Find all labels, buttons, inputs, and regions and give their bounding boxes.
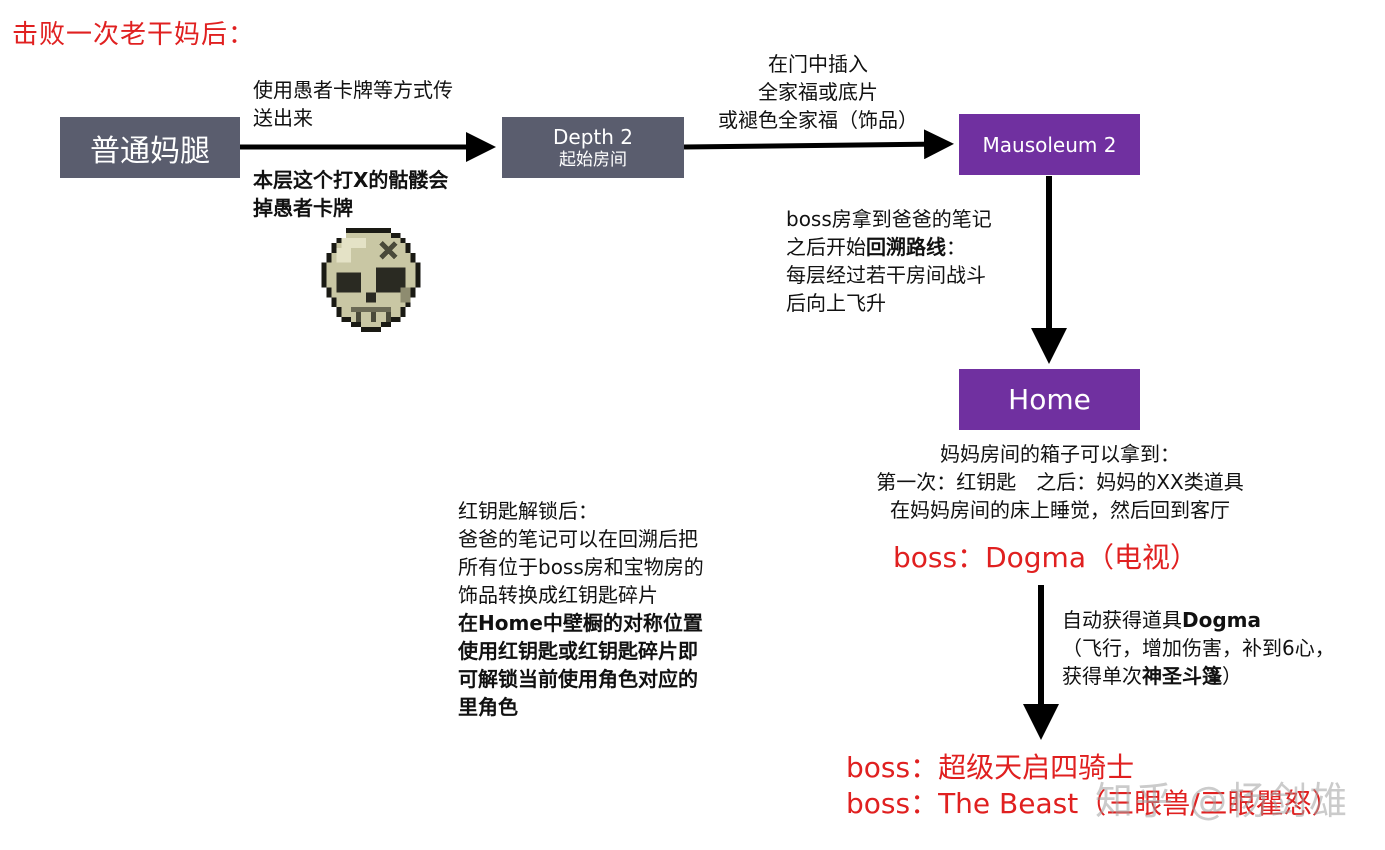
note-line: 后向上飞升 (786, 291, 886, 315)
note-line: 使用红钥匙或红钥匙碎片即 (458, 639, 698, 663)
note-line: 可解锁当前使用角色对应的 (458, 667, 698, 691)
note-line: 之后开始回溯路线： (786, 233, 992, 261)
note-line: 自动获得道具Dogma (1062, 606, 1335, 634)
note-bold-text: 神圣斗篷 (1142, 664, 1222, 688)
note-to-mausoleum: 在门中插入 全家福或底片 或褪色全家福（饰品） (693, 50, 943, 134)
note-line: 使用愚者卡牌等方式传 (253, 78, 453, 102)
note-line: 所有位于boss房和宝物房的 (458, 555, 704, 579)
note-line: 妈妈房间的箱子可以拿到： (940, 442, 1180, 466)
note-skull: 本层这个打X的骷髅会 掉愚者卡牌 (253, 166, 448, 222)
note-line: 在妈妈房间的床上睡觉，然后回到客厅 (890, 498, 1230, 522)
note-line: 在Home中壁橱的对称位置 (458, 611, 703, 635)
boss-dogma: boss：Dogma（电视） (893, 541, 1198, 574)
note-line: 在门中插入 (768, 52, 868, 76)
node-depth2: Depth 2 起始房间 (502, 117, 684, 178)
note-line: boss房拿到爸爸的笔记 (786, 207, 992, 231)
node-home-label: Home (1008, 383, 1091, 416)
watermark: 知乎 @杨剑雄 (1095, 779, 1350, 823)
node-mausoleum: Mausoleum 2 (959, 114, 1140, 175)
note-line: 饰品转换成红钥匙碎片 (458, 583, 658, 607)
note-text: 之后开始 (786, 235, 866, 259)
note-text: 自动获得道具 (1062, 608, 1182, 632)
note-line: 爸爸的笔记可以在回溯后把 (458, 527, 698, 551)
boss-beast: boss：The Beast（三眼兽/三眼瞿怒） (846, 787, 1340, 820)
note-line: 送出来 (253, 106, 313, 130)
node-depth2-sublabel: 起始房间 (559, 149, 627, 170)
note-line: （飞行，增加伤害，补到6心， (1062, 636, 1335, 660)
red-key-note: 红钥匙解锁后： 爸爸的笔记可以在回溯后把 所有位于boss房和宝物房的 饰品转换… (458, 497, 704, 721)
node-home: Home (959, 369, 1140, 430)
note-line: 掉愚者卡牌 (253, 196, 353, 220)
diagram-title: 击败一次老干妈后： (12, 20, 256, 50)
note-text: 获得单次 (1062, 664, 1142, 688)
arrow-depth2-to-mausoleum (683, 129, 954, 160)
note-to-depth2: 使用愚者卡牌等方式传 送出来 (253, 76, 453, 132)
note-line: 第一次：红钥匙 之后：妈妈的XX类道具 (876, 470, 1244, 494)
node-mausoleum-label: Mausoleum 2 (982, 132, 1117, 157)
note-text: ： (946, 235, 966, 259)
final-bosses: boss：超级天启四骑士 boss：The Beast（三眼兽/三眼瞿怒） (846, 750, 1340, 822)
dogma-note: 自动获得道具Dogma （飞行，增加伤害，补到6心， 获得单次神圣斗篷） (1062, 606, 1335, 690)
skull-icon (321, 228, 421, 332)
note-line: 全家福或底片 (758, 80, 878, 104)
note-line: 获得单次神圣斗篷） (1062, 662, 1335, 690)
boss-horsemen: boss：超级天启四骑士 (846, 751, 1135, 784)
note-line: 每层经过若干房间战斗 (786, 263, 986, 287)
note-to-home: boss房拿到爸爸的笔记 之后开始回溯路线： 每层经过若干房间战斗 后向上飞升 (786, 205, 992, 317)
node-start-label: 普通妈腿 (90, 133, 210, 169)
node-depth2-label: Depth 2 (553, 124, 633, 149)
home-notes: 妈妈房间的箱子可以拿到： 第一次：红钥匙 之后：妈妈的XX类道具 在妈妈房间的床… (820, 440, 1300, 524)
node-start: 普通妈腿 (60, 117, 240, 178)
note-text: ） (1222, 664, 1242, 688)
note-bold-text: 回溯路线 (866, 235, 946, 259)
note-line: 本层这个打X的骷髅会 (253, 168, 449, 192)
note-line: 或褪色全家福（饰品） (718, 108, 918, 132)
note-line: 红钥匙解锁后： (458, 499, 598, 523)
note-bold-text: Dogma (1182, 608, 1261, 632)
note-line: 里角色 (458, 695, 518, 719)
